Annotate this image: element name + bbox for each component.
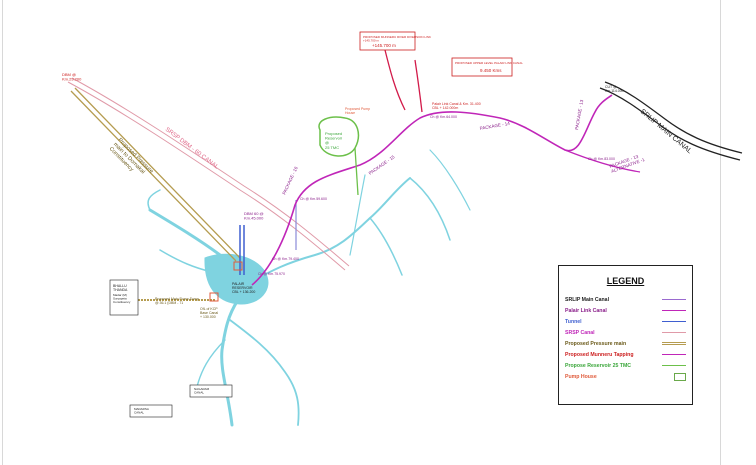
legend-swatch-srlip (662, 299, 686, 300)
river-branch-1 (369, 217, 403, 276)
srsp-canal-line-2 (71, 77, 350, 267)
legend-panel: LEGEND SRLIP Main Canal Palair Link Cana… (558, 265, 693, 405)
page-edge-left (2, 0, 3, 465)
legend-item-pressure: Proposed Pressure main (565, 338, 686, 349)
legend-swatch-munneru (662, 354, 686, 355)
legend-label-srlip: SRLIP Main Canal (565, 296, 610, 303)
legend-label-pump: Pump House (565, 373, 597, 380)
legend-item-munneru: Proposed Munneru Tapping (565, 349, 686, 360)
label-dbm-km: DBM 60 @Km.45.000 (244, 211, 264, 221)
legend-swatch-tunnel (662, 321, 686, 322)
proposed-reservoir (318, 116, 360, 196)
river-east (247, 177, 411, 286)
srlip-main-canal (599, 81, 743, 161)
legend-swatch-srsp (662, 332, 686, 333)
label-pressure-main-note: Proposed Main Pump Sump@ 36.1 (DBM - 71 (155, 297, 199, 305)
label-package-13: PACKAGE - 13 (574, 99, 584, 130)
label-ch-km-1: Ch @ Km.59.600 (300, 197, 327, 201)
river-south (229, 319, 300, 426)
palair-link-canal (251, 94, 641, 286)
srsp-canal (67, 77, 350, 271)
river-west (159, 249, 213, 273)
page-edge-right (720, 0, 721, 465)
legend-item-palair: Palair Link Canal (565, 305, 686, 316)
pump-house-1 (233, 261, 243, 271)
munneru-line (384, 49, 406, 111)
legend-swatch-palair (662, 310, 686, 311)
reservoir-outline (318, 116, 360, 157)
legend-title: LEGEND (606, 276, 645, 286)
right-box-text: PROPOSED UPPER LEVEL PALAIR LINK CANAL (455, 61, 523, 65)
label-cut-km: CUT @Km.114.000 (605, 85, 624, 93)
palair-link-canal-line (251, 94, 613, 286)
legend-item-srlip: SRLIP Main Canal (565, 294, 686, 305)
label-ch-km-5: Ch @ Km.83.000 (588, 157, 615, 161)
label-package-16: PACKAGE - 16 (281, 165, 299, 195)
right-red-box: PROPOSED UPPER LEVEL PALAIR LINK CANAL 9… (451, 57, 523, 77)
legend-label-munneru: Proposed Munneru Tapping (565, 351, 634, 358)
legend-item-reservoir: Propose Reservoir 25 TMC (565, 360, 686, 371)
legend-swatch-pump (674, 372, 686, 381)
legend-label-reservoir: Propose Reservoir 25 TMC (565, 362, 632, 369)
munneru-tapping (384, 49, 423, 113)
legend-label-srsp: SRSP Canal (565, 329, 595, 336)
srsp-canal-line (67, 81, 346, 271)
srlip-line-2 (604, 81, 743, 154)
label-package-14: PACKAGE - 14 (479, 121, 510, 131)
legend-item-tunnel: Tunnel (565, 316, 686, 327)
pressure-main-line (74, 87, 241, 259)
palair-branch (564, 149, 641, 173)
river-branch-3 (429, 149, 471, 211)
top-box-text: PROPOSED MUNNERU RIVER DIVERSION LINK+14… (363, 35, 431, 42)
legend-swatch-reservoir (662, 365, 686, 366)
river-branch-2 (409, 177, 451, 241)
munneru-line-2 (414, 59, 423, 113)
label-pressure-main: Proposed Pressuremain to DornakalConstit… (108, 137, 154, 183)
label-dbm-top: DBM @Km.29.200 (62, 72, 82, 82)
right-box-km: 9.450 Kms (480, 68, 502, 73)
river-network (147, 149, 471, 427)
legend-label-tunnel: Tunnel (565, 318, 582, 325)
pump-house-2 (209, 292, 219, 302)
top-red-box: PROPOSED MUNNERU RIVER DIVERSION LINK+14… (359, 31, 431, 51)
legend-item-srsp: SRSP Canal (565, 327, 686, 338)
reservoir-link (354, 147, 359, 196)
legend-label-pressure: Proposed Pressure main (565, 340, 627, 347)
legend-label-palair: Palair Link Canal (565, 307, 607, 314)
river-branch-4 (349, 174, 366, 256)
label-package-15: PACKAGE - 15 (368, 154, 396, 176)
pressure-main-line-2 (70, 90, 237, 262)
srlip-line (599, 87, 741, 161)
top-box-level: +145.700 m (372, 43, 396, 48)
legend-swatch-pressure (662, 342, 686, 345)
legend-item-pump: Pump House (565, 371, 686, 382)
label-srsp-canal: SRSP DBM - 60 CANAL (164, 127, 220, 171)
label-ch-km-4: Ch @ Km.64.000 (430, 115, 457, 119)
label-ch-km-3: Ch @ Km.79.400 (272, 257, 299, 261)
tunnel (239, 200, 297, 275)
river-northwest (147, 189, 161, 211)
label-ch-km-2: Ch @ Km.75.970 (258, 272, 285, 276)
label-package-13-alt: PACKAGE - 13ALTERNATIVE -1 (609, 152, 646, 174)
